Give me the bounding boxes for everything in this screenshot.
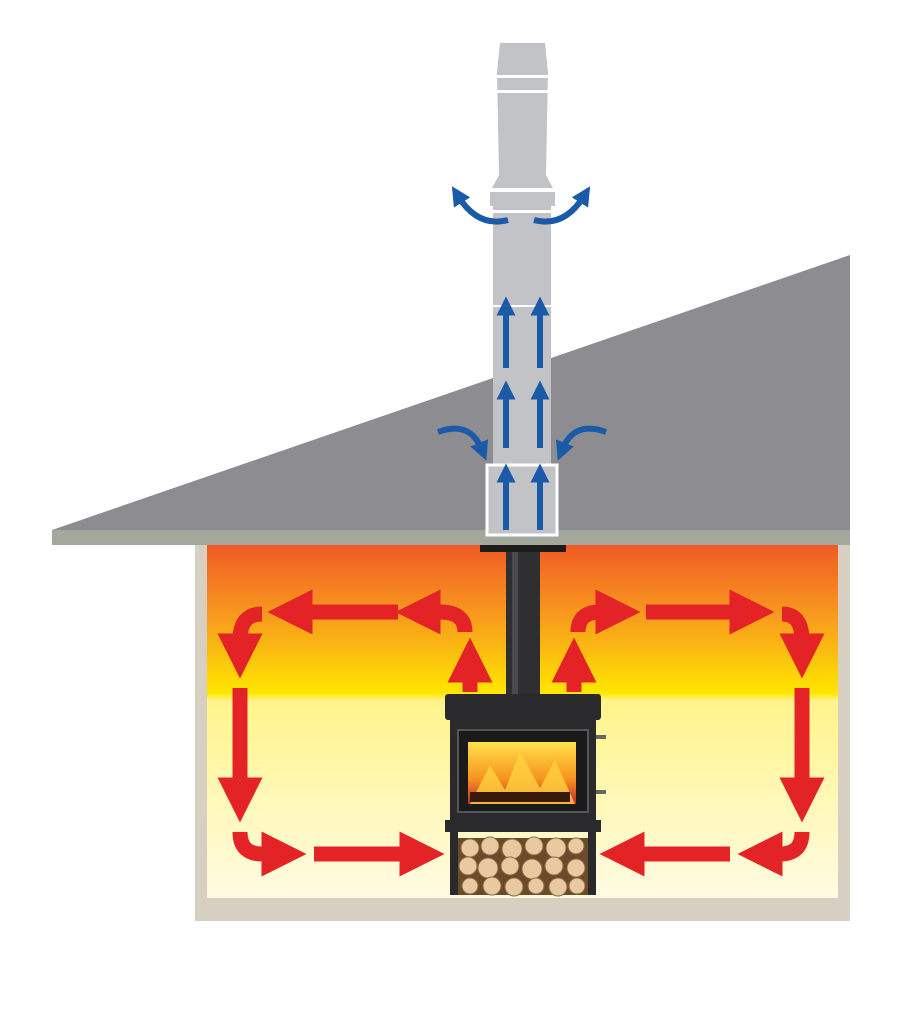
wood-stove [445, 694, 606, 897]
blue-arrow-icon [555, 425, 608, 461]
roof-eave [52, 530, 850, 545]
chimney-cap [497, 43, 548, 175]
red-arrow-icon [779, 606, 825, 679]
blue-arrow-icon [436, 425, 489, 461]
red-arrow-icon [570, 589, 641, 635]
red-arrow-icon [395, 589, 473, 635]
blue-arrow-icon [533, 186, 591, 225]
roof [52, 255, 850, 530]
ceiling-support-box [485, 463, 559, 537]
firewood-icon [458, 836, 588, 897]
red-arrow-icon [232, 831, 307, 877]
red-arrow-icon [217, 606, 263, 679]
ceiling-plate [480, 545, 566, 552]
stove-pipe [506, 552, 540, 712]
chimney [480, 43, 566, 552]
red-arrow-group [217, 589, 825, 877]
red-arrow-icon [737, 831, 810, 877]
blue-arrow-group [436, 186, 608, 530]
blue-arrow-icon [451, 186, 509, 225]
